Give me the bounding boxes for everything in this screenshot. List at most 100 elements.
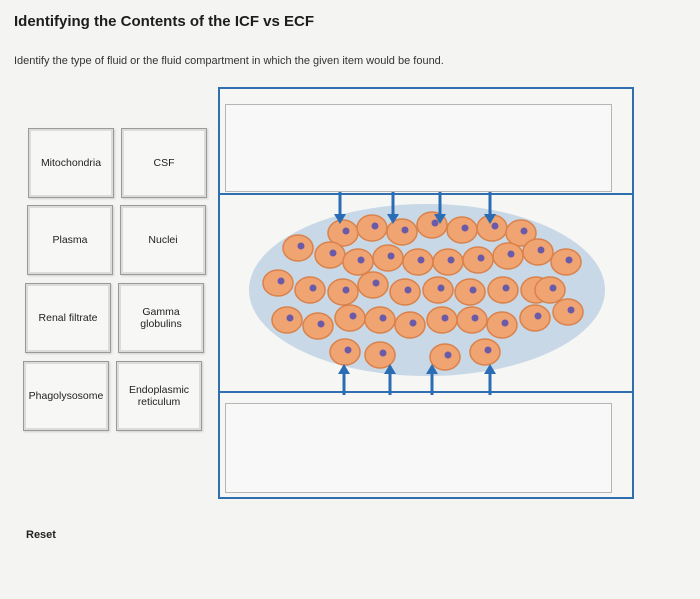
cell-nucleus — [357, 256, 365, 264]
cell-nucleus — [401, 226, 409, 234]
arrow-up-icon — [384, 364, 396, 395]
cell — [550, 248, 582, 276]
cell — [432, 248, 464, 276]
tile-csf[interactable]: CSF — [121, 128, 207, 198]
tile-plasma[interactable]: Plasma — [27, 205, 113, 275]
cell — [282, 234, 314, 262]
arrow-up-icon — [338, 364, 350, 395]
tile-label: Mitochondria — [40, 156, 102, 169]
arrow-up-icon — [484, 364, 496, 395]
cell-nucleus — [431, 219, 439, 227]
cell — [271, 306, 303, 334]
cell-nucleus — [507, 250, 515, 258]
cell — [486, 311, 518, 339]
cell-nucleus — [417, 256, 425, 264]
cell-nucleus — [379, 349, 387, 357]
cell — [426, 306, 458, 334]
cell-nucleus — [549, 284, 557, 292]
cell — [519, 304, 551, 332]
tile-label: Gamma globulins — [140, 305, 182, 330]
cell — [552, 298, 584, 326]
cell-nucleus — [537, 246, 545, 254]
drop-zone-bottom[interactable] — [225, 403, 612, 493]
tile-label: CSF — [153, 156, 175, 169]
tile-gamma-globulins[interactable]: Gamma globulins — [118, 283, 204, 353]
cell-nucleus — [379, 314, 387, 322]
cell — [372, 244, 404, 272]
cell — [314, 241, 346, 269]
cell — [364, 341, 396, 369]
cell-nucleus — [342, 286, 350, 294]
cell-nucleus — [329, 249, 337, 257]
cell — [262, 269, 294, 297]
cell-nucleus — [404, 286, 412, 294]
cell — [389, 278, 421, 306]
cell-nucleus — [372, 279, 380, 287]
cell — [456, 306, 488, 334]
tile-label: Endoplasmic reticulum — [128, 383, 190, 408]
cell-nucleus — [441, 314, 449, 322]
cell — [394, 311, 426, 339]
tile-renal-filtrate[interactable]: Renal filtrate — [25, 283, 111, 353]
cell-nucleus — [471, 314, 479, 322]
cell — [492, 242, 524, 270]
cell-nucleus — [461, 224, 469, 232]
cell-nucleus — [387, 252, 395, 260]
tile-nuclei[interactable]: Nuclei — [120, 205, 206, 275]
cell-nucleus — [444, 351, 452, 359]
cell — [357, 271, 389, 299]
cell-nucleus — [502, 284, 510, 292]
cell — [505, 219, 537, 247]
cell-nucleus — [371, 222, 379, 230]
cell-nucleus — [297, 242, 305, 250]
page-title: Identifying the Contents of the ICF vs E… — [14, 13, 314, 30]
cell-cluster — [262, 211, 584, 371]
cell-nucleus — [534, 312, 542, 320]
cell — [487, 276, 519, 304]
tile-mitochondria[interactable]: Mitochondria — [28, 128, 114, 198]
cell-nucleus — [342, 227, 350, 235]
cell-nucleus — [447, 256, 455, 264]
cell — [522, 238, 554, 266]
tile-label: Phagolysosome — [28, 389, 104, 402]
tile-label: Renal filtrate — [38, 311, 98, 324]
tile-phagolysosome[interactable]: Phagolysosome — [23, 361, 109, 431]
cell-nucleus — [477, 254, 485, 262]
cell — [469, 338, 501, 366]
cell — [422, 276, 454, 304]
cell — [446, 216, 478, 244]
cell-nucleus — [349, 312, 357, 320]
cell-nucleus — [484, 346, 492, 354]
cell-nucleus — [565, 256, 573, 264]
cell-nucleus — [501, 319, 509, 327]
arrow-up-icon — [426, 364, 438, 395]
cell-nucleus — [309, 284, 317, 292]
tile-label: Nuclei — [148, 233, 178, 246]
cell — [302, 312, 334, 340]
cell-nucleus — [491, 222, 499, 230]
cell — [334, 304, 366, 332]
cell-nucleus — [409, 319, 417, 327]
cell — [342, 248, 374, 276]
cell — [429, 343, 461, 371]
cell — [364, 306, 396, 334]
cell-nucleus — [317, 320, 325, 328]
cell-nucleus — [277, 277, 285, 285]
cell — [386, 218, 418, 246]
cell-nucleus — [286, 314, 294, 322]
instructions-text: Identify the type of fluid or the fluid … — [14, 55, 444, 67]
tile-endoplasmic-reticulum[interactable]: Endoplasmic reticulum — [116, 361, 202, 431]
cell-nucleus — [469, 286, 477, 294]
drop-zone-top[interactable] — [225, 104, 612, 192]
cell — [356, 214, 388, 242]
cell-nucleus — [520, 227, 528, 235]
reset-button[interactable]: Reset — [26, 529, 56, 541]
cell — [327, 278, 359, 306]
cell — [402, 248, 434, 276]
cell — [329, 338, 361, 366]
cell — [534, 276, 566, 304]
tile-label: Plasma — [52, 233, 88, 246]
cell-nucleus — [344, 346, 352, 354]
cell — [294, 276, 326, 304]
